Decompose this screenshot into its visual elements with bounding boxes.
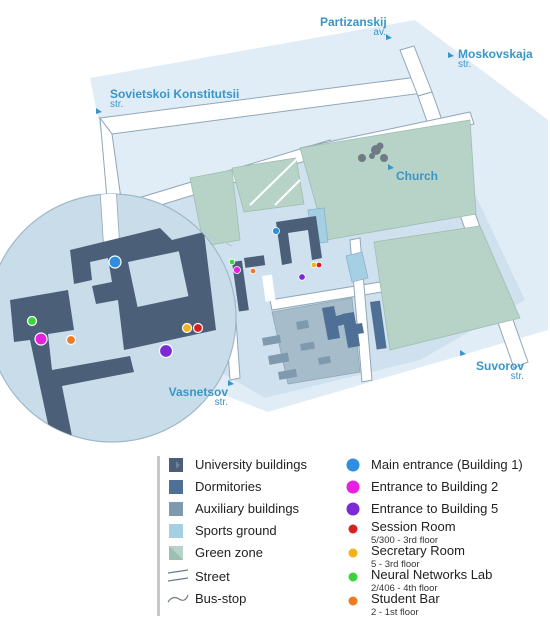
entrance-building-5-marker [158, 343, 174, 359]
aux-building-1 [262, 334, 282, 346]
green-zone-path-2 [274, 179, 301, 206]
auxiliary-buildings-swatch [169, 502, 183, 516]
label-partizanskij: Partizanskij av. [320, 15, 387, 38]
aux-building-4 [296, 319, 310, 330]
legend-neural-networks-lab: Neural Networks Lab 2/406 - 4th floor [371, 567, 493, 594]
dormitories-swatch [169, 480, 183, 494]
entrance-building-5-swatch [346, 502, 360, 516]
label-vasnetsov: Vasnetsov str. [168, 385, 228, 408]
session-room-marker [192, 322, 204, 334]
entrance-building-2-swatch [346, 480, 360, 494]
green-zones [189, 119, 521, 351]
dormitory-1 [322, 306, 346, 340]
bus-stop-sovietskoi-icon [96, 108, 102, 114]
magnifier-content [10, 194, 216, 442]
legend-street: Street [195, 569, 230, 584]
secretary-room-marker [181, 322, 193, 334]
dormitory-2 [342, 312, 364, 348]
legend-secretary-room: Secretary Room 5 - 3rd floor [371, 543, 465, 570]
neural-networks-lab-swatch [348, 572, 358, 582]
secretary-room-swatch [348, 548, 358, 558]
label-church: Church [396, 169, 438, 183]
legend-green-zone: Green zone [195, 545, 263, 560]
green-zone-path-1 [249, 157, 299, 206]
dormitory-3 [370, 300, 387, 350]
legend-bus-stop: Bus-stop [195, 591, 247, 606]
legend-session-room: Session Room 5/300 - 3rd floor [371, 519, 456, 546]
church-trees [358, 142, 388, 162]
legend-divider [157, 456, 160, 616]
green-zone-west [189, 169, 241, 247]
university-building-lightstrip [262, 274, 276, 302]
sports-ground-swatch [169, 524, 183, 538]
legend-sports-ground: Sports ground [195, 523, 277, 538]
university-buildings-swatch [169, 458, 183, 472]
sports-ground-2 [345, 251, 369, 283]
entrance-building-2-marker [34, 332, 48, 346]
bus-stop-church-icon [388, 164, 394, 170]
aux-building-6 [318, 355, 332, 365]
aux-building-5 [300, 341, 316, 351]
legend-entrance-building-2: Entrance to Building 2 [371, 479, 499, 494]
session-room-swatch [348, 524, 358, 534]
bus-stop-vasnetsov-icon [228, 380, 234, 386]
magnified-markers [26, 255, 204, 359]
bus-stop-suvorov-icon [460, 350, 466, 356]
main-entrance-swatch [346, 458, 360, 472]
magnified-left-wing [10, 290, 134, 442]
legend-student-bar: Student Bar 2 - 1st floor [371, 591, 440, 618]
main-entrance-marker [108, 255, 122, 269]
label-moskovskaja: Moskovskaja str. [458, 47, 533, 70]
small-markers [228, 227, 323, 281]
neural-networks-lab-marker [26, 315, 38, 327]
aux-building-2 [268, 352, 290, 365]
green-zone-east [373, 225, 521, 351]
bus-stop-symbol [167, 594, 189, 603]
legend-university-buildings: University buildings [195, 457, 307, 472]
green-zone-center [231, 157, 305, 213]
student-bar-swatch [348, 596, 358, 606]
aux-building-3 [278, 368, 298, 380]
label-sovietskoi: Sovietskoi Konstitutsii str. [110, 87, 240, 110]
bus-stop-moskovskaja-icon [448, 52, 454, 58]
label-suvorov: Suvorov str. [476, 359, 525, 382]
legend-main-entrance: Main entrance (Building 1) [371, 457, 523, 472]
student-bar-marker [65, 334, 77, 346]
bus-stop-partizanskij-icon [386, 34, 392, 40]
map-legend: University buildings Dormitories Auxilia… [157, 456, 537, 636]
auxiliary-buildings [262, 319, 332, 380]
legend-entrance-building-5: Entrance to Building 5 [371, 501, 499, 516]
legend-auxiliary-buildings: Auxiliary buildings [195, 501, 300, 516]
green-zone-swatch [169, 546, 183, 560]
street-symbol [167, 569, 189, 582]
dormitories [322, 300, 387, 350]
bus-stops [96, 34, 466, 386]
legend-dormitories: Dormitories [195, 479, 262, 494]
